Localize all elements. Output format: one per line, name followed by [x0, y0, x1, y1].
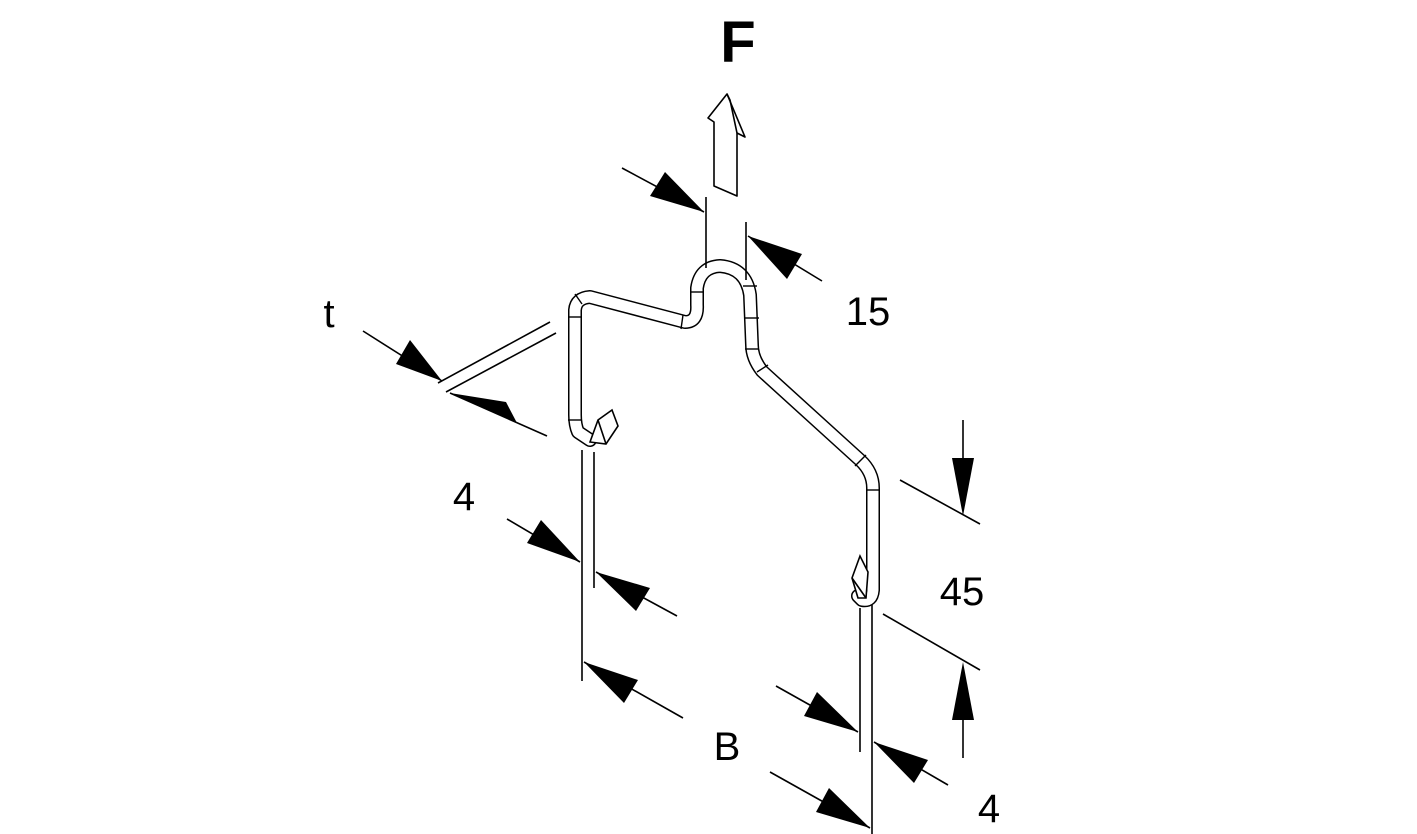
dimension-right-leg	[775, 605, 949, 834]
thickness-label: t	[323, 292, 334, 336]
span-label: B	[714, 725, 741, 769]
right-leg-label: 4	[978, 787, 1000, 831]
height-label: 45	[940, 570, 985, 614]
dimension-left-leg	[506, 450, 678, 681]
dimension-thickness	[362, 321, 557, 437]
left-leg-label: 4	[453, 475, 475, 519]
dimension-height	[882, 420, 981, 758]
dimension-span	[583, 661, 871, 829]
force-arrow	[707, 93, 746, 197]
force-label: F	[720, 10, 755, 75]
dimension-top-width	[621, 167, 823, 282]
top-width-label: 15	[846, 290, 891, 334]
wire-clip	[568, 259, 880, 608]
